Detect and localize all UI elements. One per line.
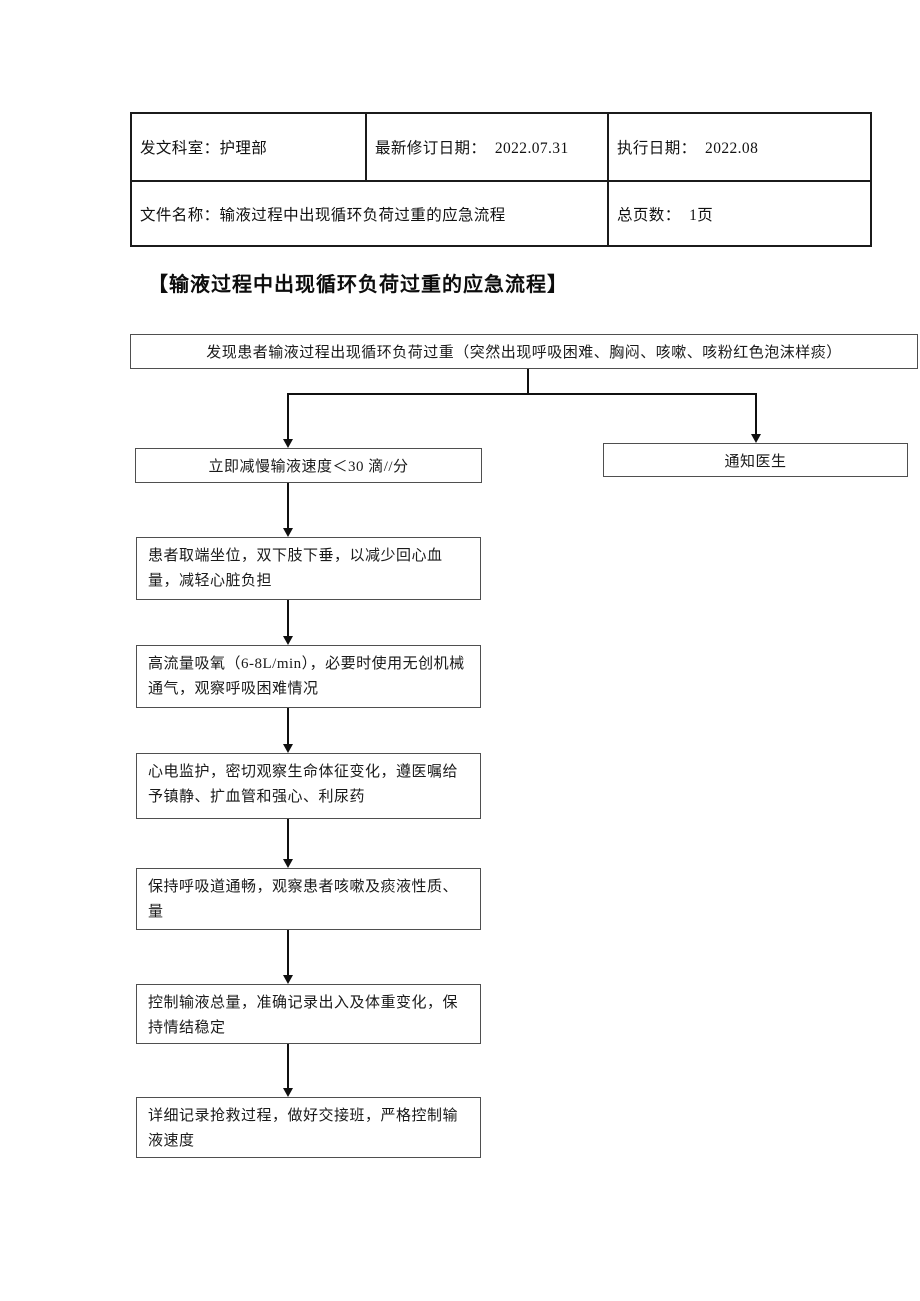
flow-connector	[287, 483, 289, 528]
arrow-down-icon	[283, 975, 293, 984]
document-meta-table: 发文科室：护理部 最新修订日期： 2022.07.31 执行日期： 2022.0…	[130, 112, 872, 247]
meta-row-1: 发文科室：护理部 最新修订日期： 2022.07.31 执行日期： 2022.0…	[130, 112, 872, 182]
flow-start-box: 发现患者输液过程出现循环负荷过重（突然出现呼吸困难、胸闷、咳嗽、咳粉红色泡沫样痰…	[130, 334, 918, 369]
flow-step-box: 心电监护，密切观察生命体征变化，遵医嘱给予镇静、扩血管和强心、利尿药	[136, 753, 481, 819]
flow-connector-left	[287, 393, 289, 439]
arrow-down-icon	[283, 439, 293, 448]
flow-notify-doctor-box: 通知医生	[603, 443, 908, 477]
flow-connector-start-stem	[527, 369, 529, 394]
flow-connector	[287, 819, 289, 859]
meta-execution-date: 执行日期： 2022.08	[607, 112, 872, 182]
meta-issuing-dept: 发文科室：护理部	[130, 112, 367, 182]
arrow-down-icon	[283, 528, 293, 537]
arrow-down-icon	[751, 434, 761, 443]
flow-step-box: 详细记录抢救过程，做好交接班，严格控制输液速度	[136, 1097, 481, 1158]
arrow-down-icon	[283, 636, 293, 645]
meta-file-name: 文件名称：输液过程中出现循环负荷过重的应急流程	[130, 180, 609, 247]
flow-connector	[287, 1044, 289, 1088]
meta-total-pages: 总页数： 1页	[607, 180, 872, 247]
flow-connector-branch	[287, 393, 757, 395]
page-title: 【输液过程中出现循环负荷过重的应急流程】	[148, 274, 568, 296]
flow-step-box: 立即减慢输液速度＜30 滴//分	[135, 448, 482, 483]
flow-step-box: 高流量吸氧（6-8L/min），必要时使用无创机械通气，观察呼吸困难情况	[136, 645, 481, 708]
flow-connector	[287, 930, 289, 975]
flow-step-box: 控制输液总量，准确记录出入及体重变化，保持情结稳定	[136, 984, 481, 1044]
arrow-down-icon	[283, 1088, 293, 1097]
flow-connector	[287, 708, 289, 744]
arrow-down-icon	[283, 859, 293, 868]
meta-row-2: 文件名称：输液过程中出现循环负荷过重的应急流程 总页数： 1页	[130, 180, 872, 247]
flow-connector	[287, 600, 289, 636]
arrow-down-icon	[283, 744, 293, 753]
flow-connector-right	[755, 393, 757, 434]
flow-step-box: 患者取端坐位，双下肢下垂，以减少回心血量，减轻心脏负担	[136, 537, 481, 600]
flow-step-box: 保持呼吸道通畅，观察患者咳嗽及痰液性质、量	[136, 868, 481, 930]
meta-revision-date: 最新修订日期： 2022.07.31	[365, 112, 609, 182]
